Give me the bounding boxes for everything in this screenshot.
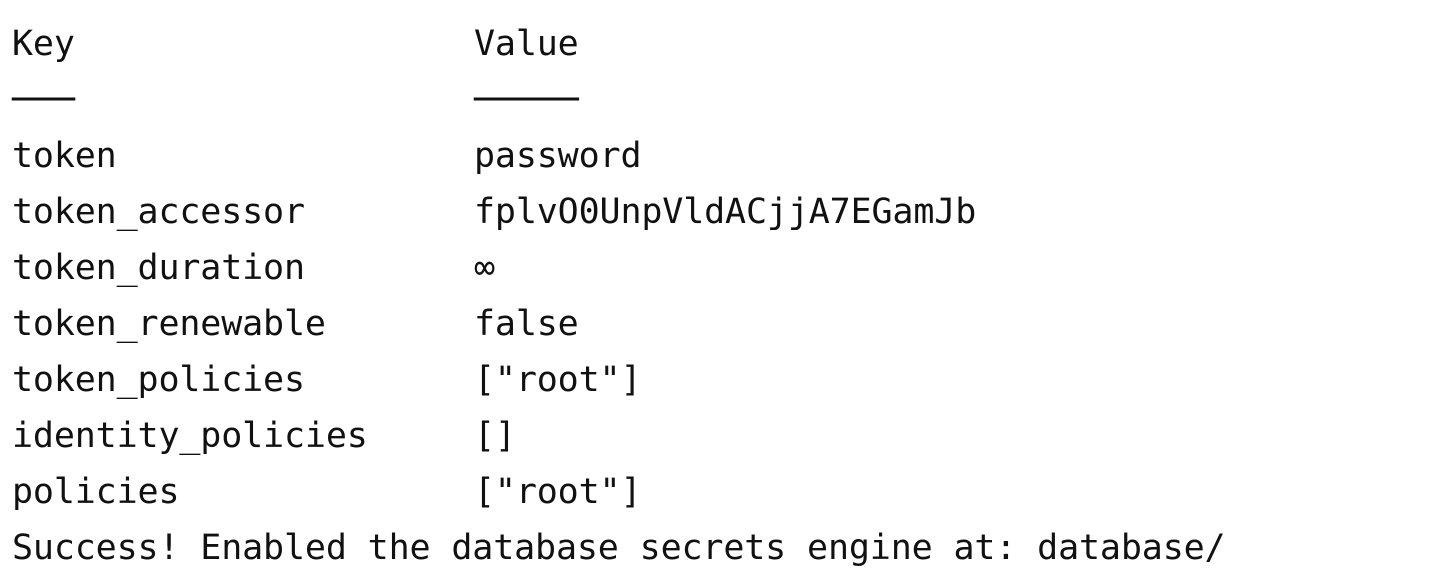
table-separator: ─── ───── bbox=[12, 72, 1438, 128]
row-value: ["root"] bbox=[474, 360, 642, 400]
row-key: token bbox=[12, 136, 117, 176]
row-value: [] bbox=[474, 416, 516, 456]
table-row: token_duration ∞ bbox=[12, 240, 1438, 296]
success-message: Success! Enabled the database secrets en… bbox=[12, 528, 1226, 568]
value-header: Value bbox=[474, 24, 579, 64]
row-key: token_policies bbox=[12, 360, 305, 400]
value-separator: ───── bbox=[474, 80, 579, 120]
row-value: fplvO0UnpVldACjjA7EGamJb bbox=[474, 192, 977, 232]
row-key: identity_policies bbox=[12, 416, 368, 456]
table-row: token_policies ["root"] bbox=[12, 352, 1438, 408]
table-row: policies ["root"] bbox=[12, 464, 1438, 520]
row-value: ["root"] bbox=[474, 472, 642, 512]
table-row: token password bbox=[12, 128, 1438, 184]
row-key: token_renewable bbox=[12, 304, 326, 344]
row-key: token_accessor bbox=[12, 192, 305, 232]
table-row: identity_policies [] bbox=[12, 408, 1438, 464]
row-key: token_duration bbox=[12, 248, 305, 288]
row-value: ∞ bbox=[474, 248, 495, 288]
table-row: token_renewable false bbox=[12, 296, 1438, 352]
key-separator: ─── bbox=[12, 80, 75, 120]
row-value: password bbox=[474, 136, 642, 176]
key-header: Key bbox=[12, 24, 75, 64]
row-key: policies bbox=[12, 472, 180, 512]
table-header: Key Value bbox=[12, 16, 1438, 72]
table-row: token_accessor fplvO0UnpVldACjjA7EGamJb bbox=[12, 184, 1438, 240]
row-value: false bbox=[474, 304, 579, 344]
